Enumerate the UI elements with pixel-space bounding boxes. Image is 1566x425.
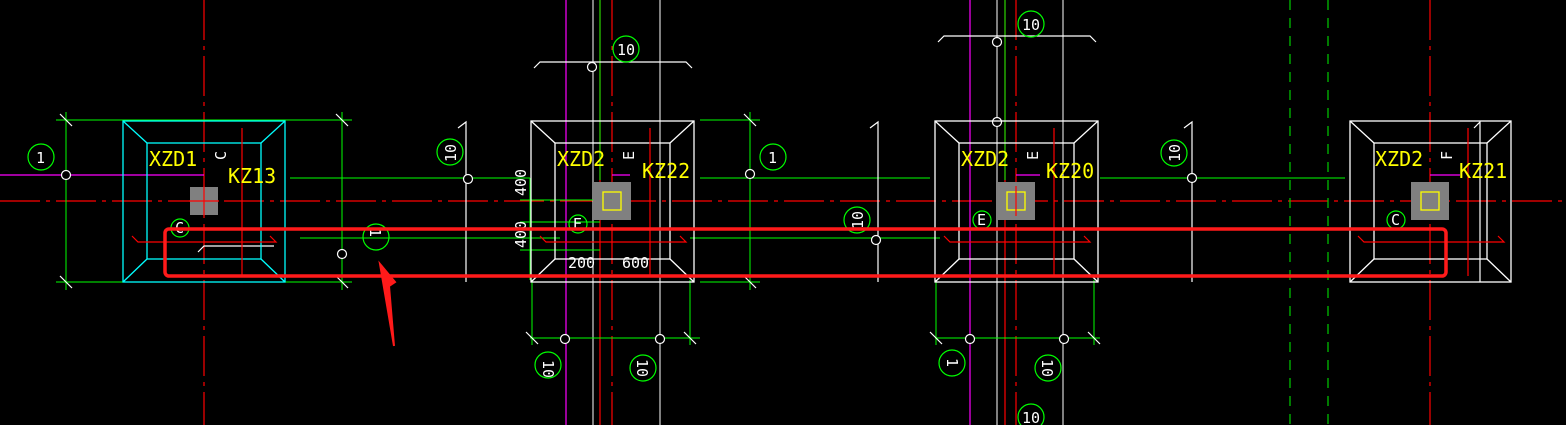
footing-section-mark	[943, 235, 1092, 243]
node-circles	[60, 36, 1198, 345]
footing-inner	[1373, 142, 1488, 260]
column-crosshairs	[189, 186, 1017, 216]
bubble-label: 10	[1022, 409, 1040, 425]
reference-bubble-labels: 1 10 10 10 1 1 10 10 10 10 1 10 10	[36, 16, 1184, 425]
footing-corner-lines	[530, 120, 695, 283]
column-block	[1411, 182, 1449, 220]
bubble-label: 10	[1022, 16, 1040, 34]
column-core	[602, 191, 622, 211]
beam-lines	[0, 0, 1460, 425]
dimline-label: F	[1438, 151, 1456, 160]
footing-inner	[146, 142, 262, 260]
footing-outline	[934, 120, 1099, 283]
dimension-ticks	[59, 113, 1101, 345]
footing-inner	[958, 142, 1075, 260]
footing-outline	[122, 120, 286, 283]
footing-outline	[530, 120, 695, 283]
highlight-arrow	[378, 260, 397, 347]
footing-corner-lines	[1349, 120, 1512, 283]
footing-id-label: XZD2	[557, 147, 605, 171]
dimline-label: E	[1024, 151, 1042, 160]
dimline-labels: C E E F	[212, 151, 1456, 160]
marker-label: C	[1391, 211, 1400, 229]
footing-id-label: XZD2	[961, 147, 1009, 171]
column-id-label: KZ20	[1046, 159, 1094, 183]
highlight-annotation	[163, 227, 1448, 347]
dimline-label: C	[212, 151, 230, 160]
footing-outline	[1349, 120, 1512, 283]
footing-corner-lines	[122, 120, 286, 283]
footing-2[interactable]	[530, 120, 695, 283]
column-id-label: KZ13	[228, 164, 276, 188]
dimension-horizontal-left: 200	[568, 254, 595, 272]
highlight-box	[163, 227, 1448, 278]
footing-section-mark	[1357, 235, 1506, 243]
bubble-label: 10	[849, 211, 867, 229]
bubble-label: 10	[1038, 359, 1056, 377]
footing-corner-lines	[934, 120, 1099, 283]
dimension-vertical-upper: 400	[512, 169, 530, 196]
footing-section-mark	[131, 235, 278, 243]
footing-labels: XZD1 KZ13 XZD2 KZ22 XZD2 KZ20 XZD2 KZ21	[149, 147, 1507, 188]
footing-id-label: XZD1	[149, 147, 197, 171]
bubble-label: 10	[539, 360, 557, 378]
marker-label: E	[573, 215, 582, 233]
dimension-vertical-lower: 400	[512, 221, 530, 248]
bubble-label: 10	[1166, 144, 1184, 162]
marker-circle	[568, 214, 588, 234]
bubble-label: 10	[442, 144, 460, 162]
reference-bubbles	[27, 10, 1188, 425]
footing-section-mark	[539, 235, 688, 243]
column-id-label: KZ21	[1459, 159, 1507, 183]
footing-inner	[554, 142, 671, 260]
column-id-label: KZ22	[642, 159, 690, 183]
bubble-label: 1	[366, 228, 384, 237]
bubble-label: 10	[633, 359, 651, 377]
dimline-label: E	[620, 151, 638, 160]
bubble-label: 1	[36, 149, 45, 167]
footing-id-label: XZD2	[1375, 147, 1423, 171]
bubble-label: 1	[943, 358, 961, 367]
bubble-label: 10	[617, 41, 635, 59]
column-block	[593, 182, 631, 220]
dimension-horizontal-right: 600	[622, 254, 649, 272]
marker-label: E	[977, 211, 986, 229]
dimension-texts: 400 400 200 600	[512, 169, 649, 272]
column-core	[1420, 191, 1440, 211]
footing-4[interactable]	[1349, 120, 1512, 283]
bubble-label: 1	[768, 149, 777, 167]
